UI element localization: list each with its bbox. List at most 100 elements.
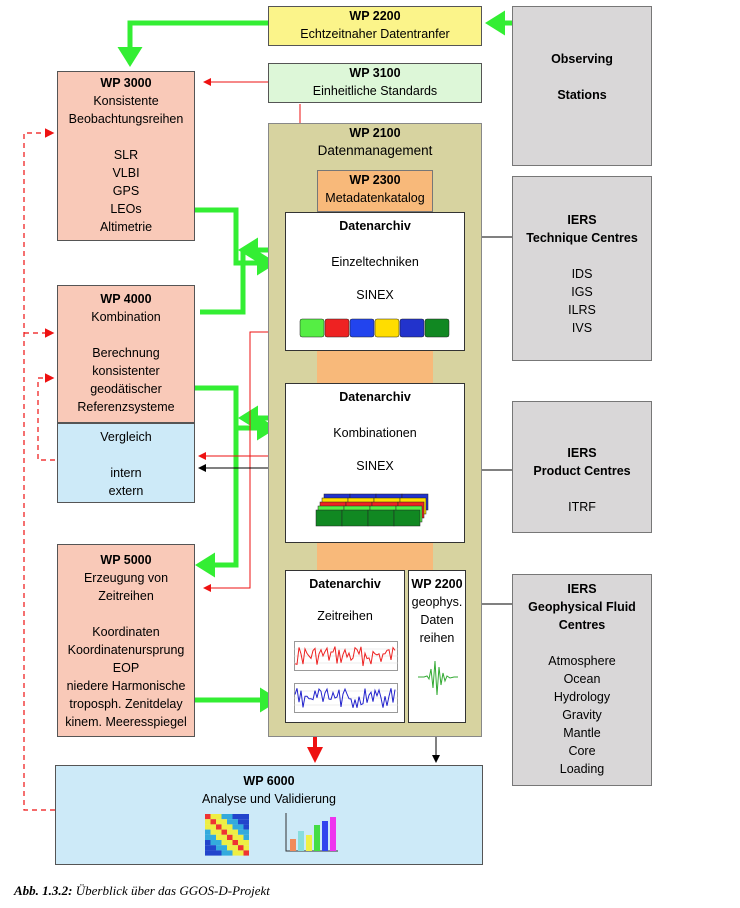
wp4000-spacer — [58, 326, 194, 344]
iers-geo-title2: Geophysical Fluid — [528, 600, 636, 614]
iers-geo-mantle: Mantle — [563, 726, 601, 740]
heatmap-cell — [238, 840, 244, 846]
heatmap-cell — [210, 814, 216, 820]
wp5000-line2: Zeitreihen — [98, 589, 154, 603]
vergleich-spacer — [58, 446, 194, 464]
heatmap-cell — [210, 845, 216, 851]
observing-stations-box: Observing Stations — [512, 6, 652, 166]
heatmap-cell — [243, 814, 249, 820]
heatmap-cell — [210, 840, 216, 846]
wp2200-box: WP 2200 Echtzeitnaher Datentranfer — [268, 6, 482, 46]
heatmap-cell — [216, 834, 222, 840]
wp4000-line3: Berechnung — [92, 346, 160, 360]
vergleich-title: Vergleich — [100, 430, 152, 444]
wp2200-geo-line3: reihen — [419, 631, 455, 645]
wp6000-subtitle: Analyse und Validierung — [202, 792, 336, 806]
heatmap-cell — [205, 834, 211, 840]
heatmap-cell — [232, 845, 238, 851]
heatmap-cell — [216, 829, 222, 835]
wp4000-line6: Referenzsysteme — [77, 400, 175, 414]
iers-geo-atmosphere: Atmosphere — [548, 654, 616, 668]
wp5000-spacer — [58, 605, 194, 623]
heatmap-cell — [210, 819, 216, 825]
wp5000-line4: Koordinaten — [92, 625, 160, 639]
heatmap-cell — [243, 829, 249, 835]
heatmap-cell — [210, 829, 216, 835]
iers-tech-title2: Technique Centres — [526, 231, 638, 245]
wp3000-line-altimetrie: Altimetrie — [99, 220, 153, 234]
wp6000-box: WP 6000 Analyse und Validierung — [55, 765, 483, 865]
wp5000-line9: kinem. Meeresspiegel — [65, 715, 187, 729]
iers-tech-ivs: IVS — [571, 321, 593, 335]
sinex-block — [349, 318, 375, 338]
sinex-block — [399, 318, 425, 338]
archive-zeitreihen: Datenarchiv Zeitreihen — [285, 570, 405, 723]
iers-prod-title1: IERS — [567, 446, 597, 460]
caption-text: Überblick über das GGOS-D-Projekt — [72, 883, 270, 898]
caption-label: Abb. 1.3.2: — [14, 883, 73, 898]
arrow-wp3000-to-archive — [195, 207, 277, 276]
wp3000-line-1: Konsistente — [93, 94, 159, 108]
vergleich-box: Vergleich intern extern — [57, 423, 195, 503]
heatmap-cell — [238, 850, 244, 856]
archive1-line2: SINEX — [356, 288, 394, 302]
heatmap-cell — [221, 834, 227, 840]
wp5000-line5: Koordinatenursprung — [67, 643, 185, 657]
iers-prod-title2: Product Centres — [533, 464, 631, 478]
iers-geophysical-fluid-centres-box: IERS Geophysical Fluid Centres Atmospher… — [512, 574, 652, 786]
dashed-feedback-wp6000-wp3000 — [23, 128, 55, 811]
iers-tech-title1: IERS — [567, 213, 597, 227]
heatmap-cell — [221, 824, 227, 830]
wp2300-title: WP 2300 — [349, 173, 401, 187]
arrow-wp2200-to-wp3000 — [117, 20, 268, 67]
archive2-line2: SINEX — [356, 459, 394, 473]
heatmap-cell — [221, 829, 227, 835]
iers-prod-spacer — [513, 480, 651, 498]
wp3000-line-slr: SLR — [113, 148, 139, 162]
heatmap-cell — [221, 814, 227, 820]
heatmap-cell — [216, 814, 222, 820]
heatmap-cell — [205, 840, 211, 846]
vergleich-extern: extern — [108, 484, 144, 498]
archive1-title: Datenarchiv — [339, 219, 411, 233]
wp2300-box: WP 2300 Metadatenkatalog — [317, 170, 433, 212]
correlation-matrix-icon — [205, 814, 249, 856]
iers-geo-title3: Centres — [558, 618, 606, 632]
iers-geo-hydrology: Hydrology — [553, 690, 611, 704]
wp6000-title: WP 6000 — [243, 774, 295, 788]
heatmap-cell — [227, 814, 233, 820]
iers-tech-igs: IGS — [571, 285, 593, 299]
heatmap-cell — [232, 850, 238, 856]
heatmap-cell — [216, 819, 222, 825]
arrow-archive2-to-wp5000 — [195, 428, 239, 578]
heatmap-cell — [238, 824, 244, 830]
bar-chart-icon — [285, 813, 338, 852]
wp5000-title: WP 5000 — [100, 553, 152, 567]
heatmap-cell — [232, 824, 238, 830]
wp2100-subtitle: Datenmanagement — [317, 143, 433, 158]
wp3100-subtitle: Einheitliche Standards — [312, 84, 438, 98]
heatmap-cell — [238, 834, 244, 840]
heatmap-cell — [243, 840, 249, 846]
heatmap-cell — [232, 840, 238, 846]
heatmap-cell — [210, 850, 216, 856]
wp5000-line7: niedere Harmonische — [66, 679, 186, 693]
arrow-archive-to-wp4000 — [200, 250, 246, 315]
heatmap-cell — [227, 834, 233, 840]
wp2200-geo-title: WP 2200 — [411, 577, 463, 591]
heatmap-cell — [210, 834, 216, 840]
heatmap-cell — [243, 819, 249, 825]
wp5000-box: WP 5000 Erzeugung von Zeitreihen Koordin… — [57, 544, 195, 737]
heatmap-cell — [238, 845, 244, 851]
wp3000-line-gps: GPS — [112, 184, 140, 198]
heatmap-cell — [210, 824, 216, 830]
wp3100-box: WP 3100 Einheitliche Standards — [268, 63, 482, 103]
wp2200-geophys-box: WP 2200 geophys. Daten reihen — [408, 570, 466, 723]
heatmap-cell — [232, 819, 238, 825]
iers-geo-ocean: Ocean — [563, 672, 601, 686]
iers-geo-spacer — [513, 634, 651, 652]
wp3000-title: WP 3000 — [100, 76, 152, 90]
iers-tech-spacer — [513, 247, 651, 265]
heatmap-cell — [227, 829, 233, 835]
